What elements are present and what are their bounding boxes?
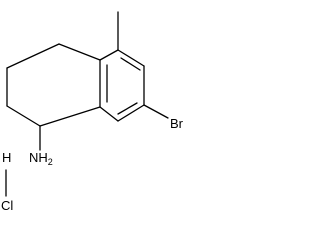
bond-c8-c8a xyxy=(99,106,119,122)
bond-c4a-c4 xyxy=(58,43,101,61)
hydrogen-label: H xyxy=(2,150,11,165)
chlorine-label: Cl xyxy=(1,198,13,213)
chemical-structure: Br NH2 H Cl xyxy=(1,11,184,213)
bond-c4-c3 xyxy=(6,43,60,69)
bromine-label: Br xyxy=(170,116,184,131)
amine-label: NH2 xyxy=(29,150,53,167)
amine-label-nh: NH xyxy=(29,150,48,165)
saturated-ring xyxy=(6,43,101,127)
bond-c7-c8 xyxy=(117,104,145,122)
aromatic-ring xyxy=(99,49,145,122)
bond-c7-c8-inner xyxy=(117,102,138,115)
bond-c4a-c5 xyxy=(99,49,119,61)
bond-c2-c1 xyxy=(6,105,41,127)
bond-c5-c6 xyxy=(117,49,145,67)
bond-c6-c6-inner xyxy=(120,57,141,71)
bromine-bond xyxy=(143,104,169,119)
amine-label-subscript: 2 xyxy=(48,157,53,167)
bond-c1-c8a xyxy=(39,106,101,127)
